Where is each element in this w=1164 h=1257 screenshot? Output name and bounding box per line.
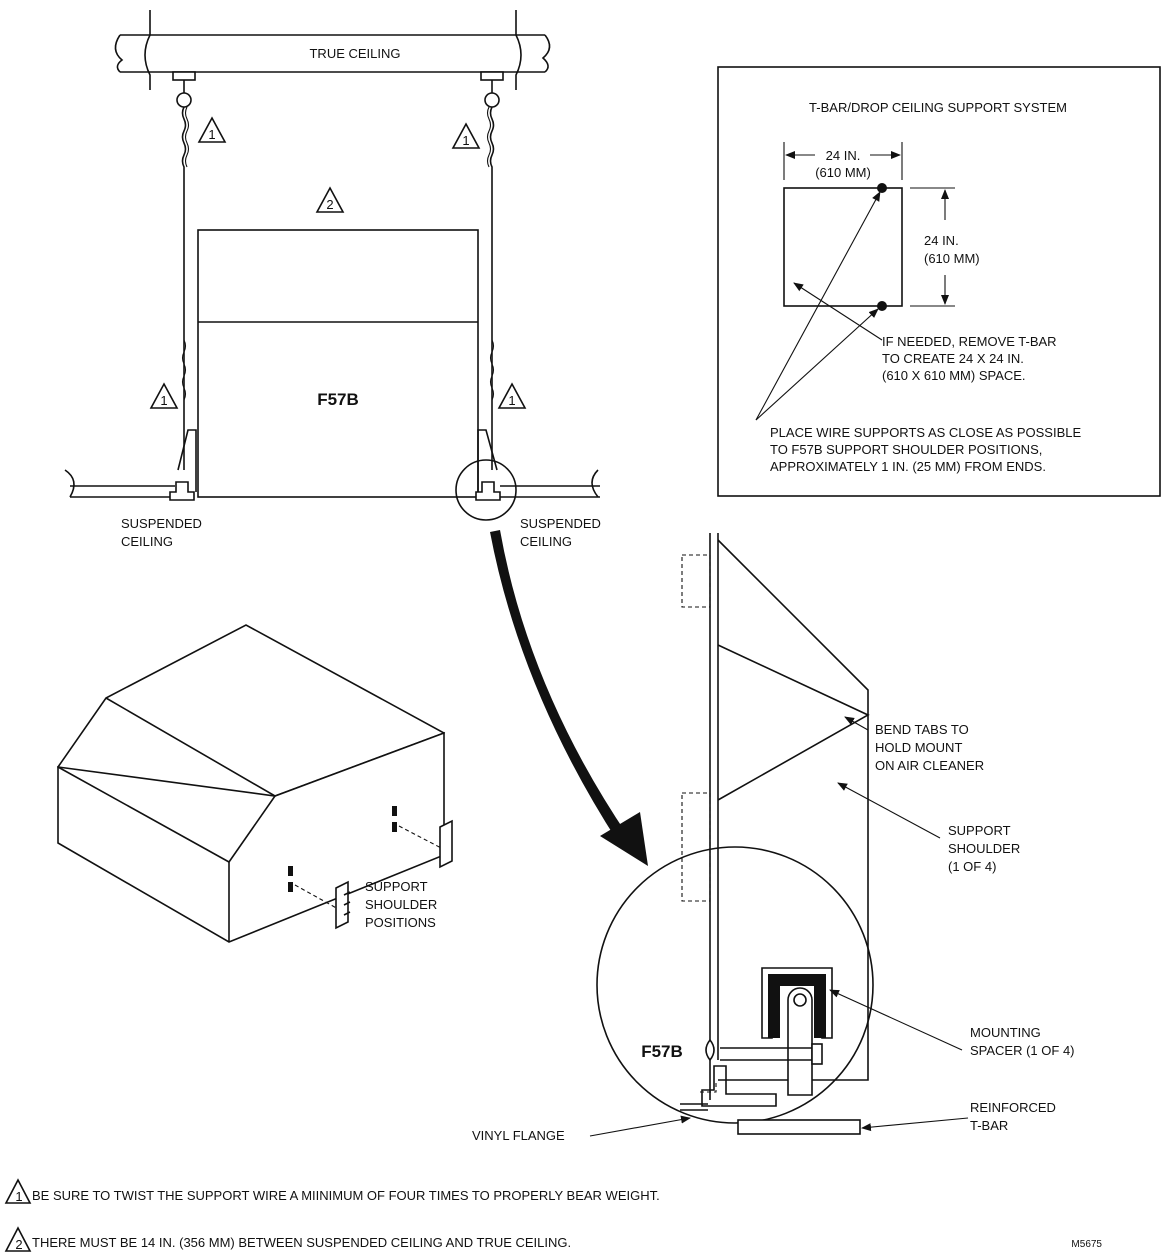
svg-text:1: 1 (160, 393, 167, 408)
support-shoulder-2: SHOULDER (948, 841, 1020, 856)
svg-text:1: 1 (15, 1189, 22, 1204)
ceiling-view: TRUE CEILING F57B SUSPENDED (64, 10, 601, 549)
width-dim-2: (610 MM) (815, 165, 871, 180)
true-ceiling-label: TRUE CEILING (309, 46, 400, 61)
unit-label-main: F57B (317, 390, 359, 409)
mounting-spacer-1: MOUNTING (970, 1025, 1041, 1040)
svg-text:2: 2 (326, 197, 333, 212)
marker-1-upper-left: 1 (197, 116, 227, 143)
height-dim-1: 24 IN. (924, 233, 959, 248)
reinforced-tbar-1: REINFORCED (970, 1100, 1056, 1115)
svg-text:1: 1 (462, 133, 469, 148)
support-point-top (877, 183, 887, 193)
suspended-ceiling-left-label-1: SUSPENDED (121, 516, 202, 531)
air-cleaner-unit (197, 229, 479, 498)
vinyl-flange-label: VINYL FLANGE (472, 1128, 565, 1143)
bend-tabs-3: ON AIR CLEANER (875, 758, 984, 773)
marker-2-top: 2 (315, 186, 345, 213)
tbar-panel-title: T-BAR/DROP CEILING SUPPORT SYSTEM (809, 100, 1067, 115)
support-wire-right (489, 106, 495, 470)
svg-text:1: 1 (208, 127, 215, 142)
svg-text:1: 1 (508, 393, 515, 408)
place-note-1: PLACE WIRE SUPPORTS AS CLOSE AS POSSIBLE (770, 425, 1081, 440)
note-1: 1 BE SURE TO TWIST THE SUPPORT WIRE A MI… (4, 1178, 660, 1204)
note-2: 2 THERE MUST BE 14 IN. (356 MM) BETWEEN … (4, 1226, 571, 1252)
remove-note-2: TO CREATE 24 X 24 IN. (882, 351, 1024, 366)
bend-tabs-2: HOLD MOUNT (875, 740, 962, 755)
marker-1-lower-right: 1 (497, 382, 527, 409)
marker-1-upper-right: 1 (451, 122, 481, 149)
detail-view: F57B BEND TABS TO HOLD MOUNT ON AIR CLEA… (472, 533, 1075, 1143)
tbar-support-panel: T-BAR/DROP CEILING SUPPORT SYSTEM 24 IN.… (717, 66, 1161, 497)
unit-label-detail: F57B (641, 1042, 683, 1061)
true-ceiling-slab (144, 10, 151, 90)
detail-magnify-circle (596, 846, 874, 1124)
height-dim-2: (610 MM) (924, 251, 980, 266)
note-1-text: BE SURE TO TWIST THE SUPPORT WIRE A MIIN… (32, 1188, 660, 1203)
support-positions-1: SUPPORT (365, 879, 428, 894)
remove-note-1: IF NEEDED, REMOVE T-BAR (882, 334, 1057, 349)
note-1-marker (4, 1178, 32, 1204)
width-dim-1: 24 IN. (826, 148, 861, 163)
note-2-marker (4, 1226, 32, 1252)
detail-callout-circle (455, 459, 517, 521)
detail-arrow (490, 530, 648, 866)
place-note-2: TO F57B SUPPORT SHOULDER POSITIONS, (770, 442, 1042, 457)
suspended-ceiling-left-label-2: CEILING (121, 534, 173, 549)
marker-1-lower-left: 1 (149, 382, 179, 409)
support-shoulder-3: (1 OF 4) (948, 859, 996, 874)
support-wire-left (181, 106, 187, 470)
support-positions-3: POSITIONS (365, 915, 436, 930)
notes: 1 BE SURE TO TWIST THE SUPPORT WIRE A MI… (4, 1178, 1102, 1252)
svg-text:2: 2 (15, 1237, 22, 1252)
remove-note-3: (610 X 610 MM) SPACE. (882, 368, 1026, 383)
support-positions-2: SHOULDER (365, 897, 437, 912)
bend-tabs-1: BEND TABS TO (875, 722, 969, 737)
support-shoulder-1: SUPPORT (948, 823, 1011, 838)
place-note-3: APPROXIMATELY 1 IN. (25 MM) FROM ENDS. (770, 459, 1046, 474)
mounting-spacer-2: SPACER (1 OF 4) (970, 1043, 1075, 1058)
suspended-ceiling-right-label-2: CEILING (520, 534, 572, 549)
note-2-text: THERE MUST BE 14 IN. (356 MM) BETWEEN SU… (32, 1235, 571, 1250)
tbar-square (783, 187, 903, 307)
suspended-ceiling-right-label-1: SUSPENDED (520, 516, 601, 531)
isometric-unit: SUPPORT SHOULDER POSITIONS (56, 624, 453, 943)
figure-code: M5675 (1071, 1239, 1102, 1250)
support-point-bottom (877, 301, 887, 311)
reinforced-tbar-2: T-BAR (970, 1118, 1008, 1133)
